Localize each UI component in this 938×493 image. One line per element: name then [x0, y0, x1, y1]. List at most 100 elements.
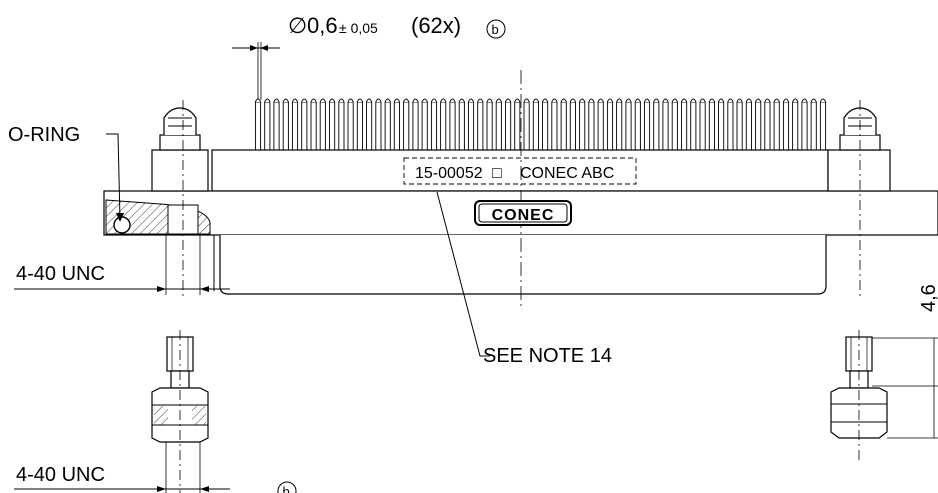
pin-diameter-tolerance: ± 0,05	[339, 20, 378, 36]
pin	[597, 101, 604, 151]
pin-tip	[597, 98, 604, 103]
pin-tip	[792, 98, 799, 103]
pin	[727, 101, 734, 151]
pin	[403, 101, 410, 151]
o-ring-label: O-RING	[8, 124, 80, 146]
pin	[579, 101, 586, 151]
pin	[356, 101, 363, 151]
pin-tip	[366, 98, 373, 103]
pin-tip	[801, 98, 808, 103]
pin-dim-arrow-left	[250, 45, 258, 51]
brand-text: CONEC ABC	[520, 165, 614, 182]
pin-tip	[699, 98, 706, 103]
pin	[412, 101, 419, 151]
pin-tip	[745, 98, 752, 103]
pin-tip	[727, 98, 734, 103]
pin-tip	[495, 98, 502, 103]
height-dim: 4,6	[910, 234, 938, 312]
note-leader-line	[436, 191, 490, 357]
pin	[745, 101, 752, 151]
pin	[430, 101, 438, 151]
pin	[254, 101, 262, 151]
pin-tip	[634, 98, 641, 103]
pin-dimension: ∅ 0,6 ± 0,05 (62x) b	[232, 13, 506, 100]
see-note-label: SEE NOTE 14	[483, 345, 612, 367]
o-ring-callout: O-RING	[8, 124, 124, 222]
ref-circle-top	[486, 19, 506, 39]
box-symbol: □	[492, 165, 502, 182]
pin	[458, 101, 465, 151]
pin	[699, 101, 706, 151]
pin-tip	[690, 98, 697, 103]
pin	[643, 101, 651, 151]
pin	[625, 101, 632, 151]
logo-inner	[478, 203, 568, 223]
pin-tip	[755, 98, 762, 103]
pin-tip	[375, 98, 382, 103]
pin	[690, 101, 697, 151]
pin-tip	[329, 98, 336, 103]
ref-letter-bottom: b	[283, 484, 290, 493]
pin	[736, 101, 743, 151]
pin-tip	[264, 98, 271, 103]
right-jackscrew	[827, 100, 891, 300]
pin	[514, 101, 521, 151]
pin-diameter-value: 0,6	[307, 13, 338, 38]
pin	[662, 101, 669, 151]
pin	[319, 101, 326, 151]
pin-tip	[616, 98, 623, 103]
thread-arrow-top-right	[200, 286, 209, 292]
pin-tip	[403, 98, 410, 103]
pin	[773, 101, 780, 151]
pin	[486, 101, 493, 151]
pin-tip	[505, 98, 512, 103]
pin-tip	[819, 98, 827, 103]
pin	[523, 101, 530, 151]
pin	[421, 101, 428, 151]
lower-shell	[219, 235, 827, 295]
left-standoff-base	[151, 149, 209, 192]
pin-tip	[736, 98, 743, 103]
pin-tip	[681, 98, 688, 103]
o-ring-leader	[106, 133, 121, 221]
pin	[366, 101, 373, 151]
pin-tip	[643, 98, 651, 103]
pin-tip	[254, 98, 262, 103]
pin	[634, 101, 641, 151]
pin	[782, 101, 790, 151]
pin-tip	[569, 98, 576, 103]
pin	[801, 101, 808, 151]
pin-tip	[356, 98, 363, 103]
pin-tip	[449, 98, 456, 103]
pin-tip	[542, 98, 549, 103]
pin	[606, 101, 614, 151]
lower-left-screw	[151, 330, 209, 493]
part-number: 15-00052	[415, 165, 483, 182]
marking-frame	[403, 157, 637, 185]
pin-tip	[412, 98, 419, 103]
pin	[264, 101, 271, 151]
conec-logo: CONEC	[474, 200, 572, 226]
logo-outline	[474, 200, 572, 226]
pin	[542, 101, 549, 151]
pin	[681, 101, 688, 151]
lower-right-screw	[830, 330, 938, 460]
pin-tip	[310, 98, 317, 103]
pin-tip	[662, 98, 669, 103]
pin-tip	[606, 98, 614, 103]
pin-tip	[773, 98, 780, 103]
pin	[792, 101, 799, 151]
pin	[569, 101, 576, 151]
pin-tip	[458, 98, 465, 103]
diameter-symbol: ∅	[288, 13, 307, 38]
lower-left-hatch-r	[192, 406, 206, 425]
pin-row	[254, 98, 827, 151]
height-value: 4,6	[918, 284, 938, 312]
pin	[560, 101, 567, 151]
pin	[477, 101, 484, 151]
pin	[764, 101, 771, 151]
pin-count: (62x)	[411, 13, 461, 38]
pin-tip	[291, 98, 299, 103]
pin	[291, 101, 299, 151]
